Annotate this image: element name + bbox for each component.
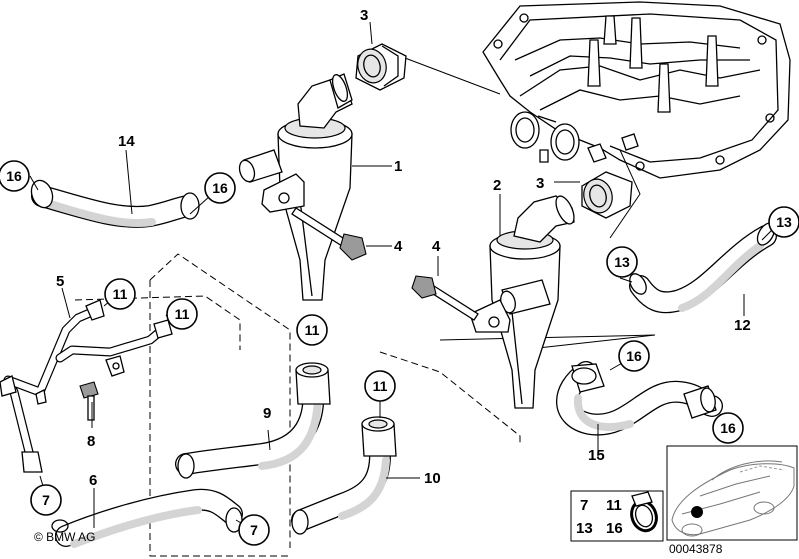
hose-6 <box>55 488 243 548</box>
svg-text:16: 16 <box>6 168 22 184</box>
svg-text:16: 16 <box>212 180 228 196</box>
intake-manifold <box>482 1 791 179</box>
legend-13: 13 <box>576 520 593 537</box>
label-4b: 4 <box>432 238 441 255</box>
hose-9 <box>175 362 331 479</box>
connection-lines <box>74 57 656 557</box>
hose-15 <box>556 361 723 436</box>
oil-separator-2 <box>469 195 575 409</box>
label-15: 15 <box>588 447 605 464</box>
circle-label-11d: 11 <box>364 370 396 402</box>
svg-text:16: 16 <box>720 420 736 436</box>
svg-text:11: 11 <box>113 286 128 302</box>
label-6: 6 <box>89 472 97 489</box>
circle-label-7a: 7 <box>30 484 62 516</box>
circle-label-11b: 11 <box>166 298 198 330</box>
hose-14 <box>30 179 200 228</box>
svg-text:11: 11 <box>373 378 388 394</box>
legend-11: 11 <box>606 497 622 514</box>
small-clamp <box>51 519 69 533</box>
svg-text:7: 7 <box>42 492 50 508</box>
bolt-4a <box>291 207 367 261</box>
circle-label-7b: 7 <box>238 514 270 546</box>
grommet-3b <box>581 171 633 219</box>
legend-7: 7 <box>580 497 588 514</box>
image-number: 00043878 <box>669 542 723 556</box>
pipe-5 <box>0 299 173 473</box>
circle-label-11c: 11 <box>296 314 328 346</box>
label-3a: 3 <box>360 7 368 24</box>
grommet-3a <box>355 43 407 91</box>
circle-label-16d: 16 <box>712 412 744 444</box>
circle-label-16a: 16 <box>0 160 30 192</box>
circle-label-16c: 16 <box>618 340 650 372</box>
svg-text:16: 16 <box>626 348 642 364</box>
label-9: 9 <box>263 405 271 422</box>
circle-label-13a: 13 <box>768 206 799 238</box>
svg-text:7: 7 <box>250 522 258 538</box>
bolt-8 <box>79 381 99 421</box>
label-3b: 3 <box>536 175 544 192</box>
label-1: 1 <box>394 158 402 175</box>
label-4a: 4 <box>394 238 403 255</box>
label-2: 2 <box>493 177 501 194</box>
circle-label-13b: 13 <box>606 246 638 278</box>
circle-label-11a: 11 <box>104 278 136 310</box>
oil-separator-1 <box>238 73 353 301</box>
label-12: 12 <box>734 317 751 334</box>
label-5: 5 <box>56 273 64 290</box>
bolt-4b <box>411 275 479 321</box>
hose-10 <box>291 416 397 535</box>
svg-text:13: 13 <box>614 254 630 270</box>
circled-labels: 16 16 16 16 11 11 11 11 <box>0 160 799 546</box>
part-labels: 1 2 3 3 4 4 5 6 8 9 10 12 14 15 <box>56 7 751 489</box>
car-silhouette-icon <box>671 460 795 537</box>
clamp-legend: 7 11 13 16 <box>570 490 664 542</box>
label-8: 8 <box>87 433 95 450</box>
label-14: 14 <box>118 133 135 150</box>
car-location-inset <box>666 445 798 541</box>
label-10: 10 <box>424 470 441 487</box>
svg-text:11: 11 <box>175 306 190 322</box>
legend-16: 16 <box>606 520 623 537</box>
svg-text:11: 11 <box>305 322 320 338</box>
hose-clamp-icon <box>630 491 658 533</box>
hose-12 <box>629 222 777 314</box>
circle-label-16b: 16 <box>204 172 236 204</box>
svg-text:13: 13 <box>776 214 792 230</box>
copyright-text: © BMW AG <box>34 530 96 544</box>
location-marker-icon <box>691 506 703 518</box>
